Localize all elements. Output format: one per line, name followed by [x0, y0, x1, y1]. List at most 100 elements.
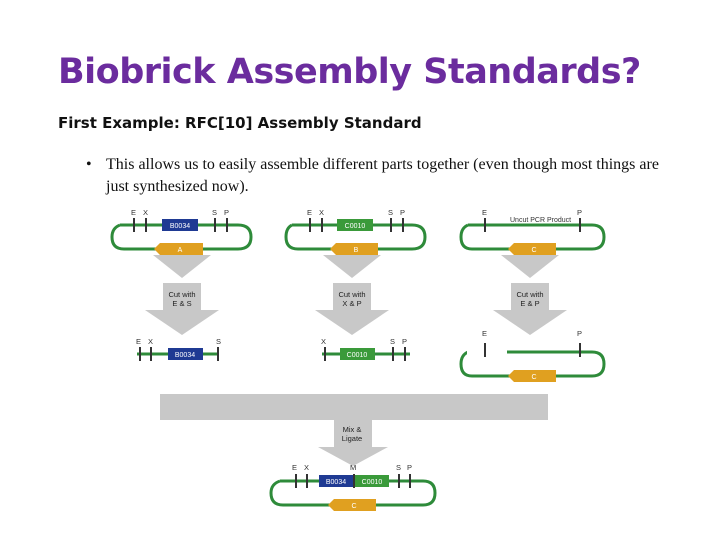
- site-tick: [579, 343, 581, 357]
- cut-ep-line1: Cut with: [516, 290, 543, 299]
- site-tick: [295, 474, 297, 488]
- site-tick: [214, 218, 216, 232]
- part-b: [330, 243, 378, 255]
- site-e: E: [482, 208, 487, 217]
- site-tick: [306, 474, 308, 488]
- part-c0010-label: C0010: [362, 479, 383, 486]
- site-p: P: [407, 463, 412, 472]
- part-c0010: [355, 475, 389, 487]
- site-s: S: [390, 337, 395, 346]
- part-c-label: C: [531, 374, 536, 381]
- site-x: X: [321, 337, 326, 346]
- plasmid-a-backbone: [110, 223, 253, 251]
- site-tick: [484, 343, 486, 357]
- cut-xp-line1: Cut with: [338, 290, 365, 299]
- site-x: X: [319, 208, 324, 217]
- site-tick: [404, 347, 406, 361]
- site-s: S: [216, 337, 221, 346]
- site-tick: [321, 218, 323, 232]
- part-c0010-label: C0010: [347, 352, 368, 359]
- part-b0034: [168, 348, 203, 360]
- cut-ep-line2: E & P: [520, 299, 539, 308]
- site-e: E: [292, 463, 297, 472]
- site-e: E: [131, 208, 136, 217]
- site-s: S: [396, 463, 401, 472]
- slide-title: Biobrick Assembly Standards?: [58, 52, 641, 92]
- part-c0010-label: C0010: [345, 223, 366, 230]
- fragment-b0034: E X S B0034: [136, 337, 221, 361]
- down-triangle-left: [153, 255, 211, 278]
- plasmid-b: E X S P C0010 B: [284, 208, 427, 255]
- site-tick: [139, 347, 141, 361]
- bullet-symbol: •: [86, 156, 92, 173]
- site-tick: [484, 218, 486, 232]
- site-p: P: [577, 329, 582, 338]
- cut-es-line1: Cut with: [168, 290, 195, 299]
- site-tick: [145, 218, 147, 232]
- site-e: E: [482, 329, 487, 338]
- part-c0010: [340, 348, 375, 360]
- site-p: P: [400, 208, 405, 217]
- site-tick: [579, 218, 581, 232]
- bullet-text: This allows us to easily assemble differ…: [106, 156, 659, 195]
- part-c0010: [337, 219, 373, 231]
- site-tick: [402, 218, 404, 232]
- fragment-c0010: X S P C0010: [321, 337, 410, 361]
- site-tick: [392, 347, 394, 361]
- site-p: P: [402, 337, 407, 346]
- part-b0034: [319, 475, 353, 487]
- part-b0034-label: B0034: [170, 223, 190, 230]
- plasmid-a: E X S P B0034 A: [110, 208, 253, 255]
- cut-es-line2: E & S: [172, 299, 191, 308]
- cut-gap: [467, 345, 507, 355]
- down-triangles: [153, 255, 559, 278]
- uncut-pcr-label: Uncut PCR Product: [510, 217, 571, 224]
- site-tick: [226, 218, 228, 232]
- cut-arrow-right: [493, 283, 567, 335]
- part-c-label: C: [351, 503, 356, 510]
- site-tick: [398, 474, 400, 488]
- site-e: E: [307, 208, 312, 217]
- site-tick: [217, 347, 219, 361]
- site-x: X: [143, 208, 148, 217]
- site-s: S: [388, 208, 393, 217]
- down-triangle-middle: [323, 255, 381, 278]
- plasmid-c-cut-backbone: [459, 350, 606, 378]
- site-m: M: [350, 463, 356, 472]
- slide-subtitle: First Example: RFC[10] Assembly Standard: [58, 114, 422, 132]
- site-tick: [309, 218, 311, 232]
- plasmid-c-cut: E P C: [459, 329, 606, 382]
- site-tick: [324, 347, 326, 361]
- part-a: [154, 243, 203, 255]
- down-triangle-right: [501, 255, 559, 278]
- part-b-label: B: [354, 247, 359, 254]
- cut-arrows: [145, 283, 567, 335]
- site-e: E: [136, 337, 141, 346]
- site-tick: [133, 218, 135, 232]
- site-tick: [390, 218, 392, 232]
- part-b0034-label: B0034: [326, 479, 346, 486]
- ligated-plasmid: E X M S P B0034 C0010 C: [269, 463, 437, 511]
- site-tick: [409, 474, 411, 488]
- part-b0034-label: B0034: [175, 352, 195, 359]
- part-b0034: [162, 219, 198, 231]
- cut-xp-line2: X & P: [342, 299, 361, 308]
- plasmid-c-backbone: [459, 223, 606, 251]
- cut-arrow-left: [145, 283, 219, 335]
- part-c: [508, 243, 556, 255]
- plasmid-b-backbone: [284, 223, 427, 251]
- mix-line2: Ligate: [342, 434, 362, 443]
- ligated-backbone: [269, 479, 437, 507]
- mix-line1: Mix &: [343, 425, 362, 434]
- merge-arrow: [160, 394, 548, 466]
- site-p: P: [577, 208, 582, 217]
- site-p: P: [224, 208, 229, 217]
- site-x: X: [304, 463, 309, 472]
- site-x: X: [148, 337, 153, 346]
- part-a-label: A: [178, 247, 183, 254]
- cut-arrow-middle: [315, 283, 389, 335]
- site-tick: [150, 347, 152, 361]
- site-tick: [353, 474, 355, 488]
- site-s: S: [212, 208, 217, 217]
